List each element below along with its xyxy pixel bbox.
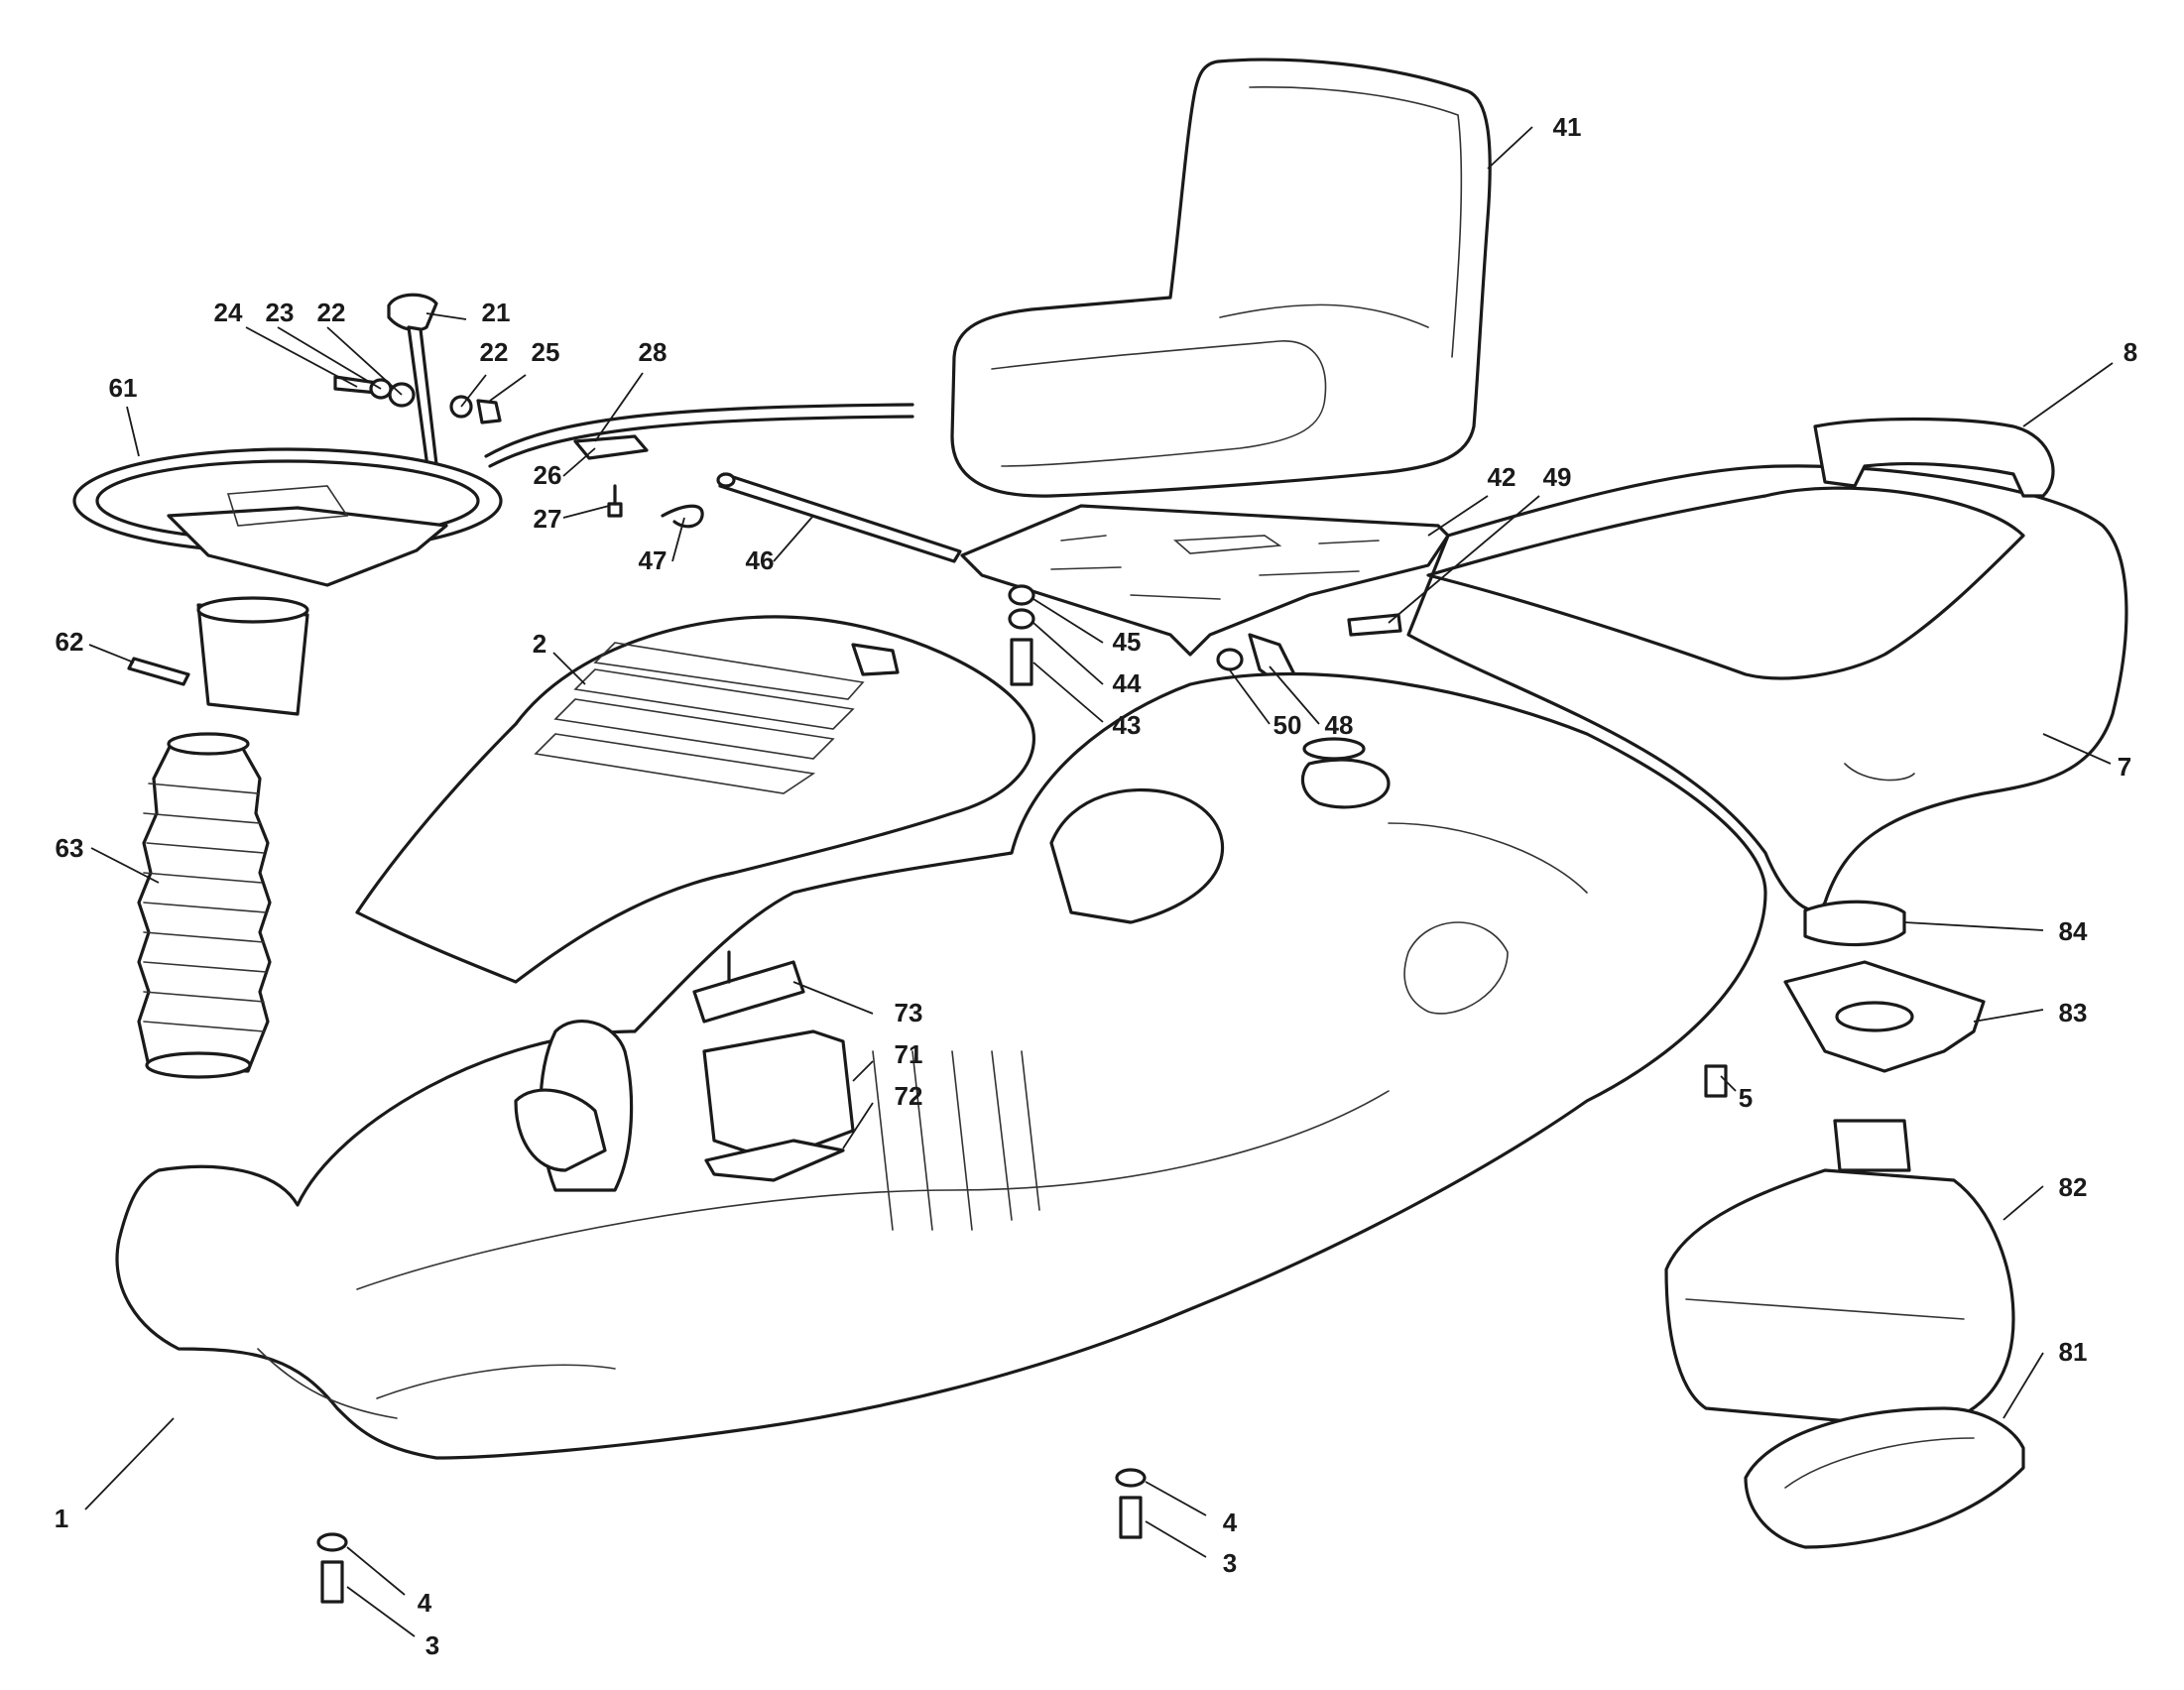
callout-4-center: 4 xyxy=(1223,1508,1238,1537)
callout-3-center: 3 xyxy=(1223,1548,1237,1578)
callout-46: 46 xyxy=(746,545,775,575)
callout-3-left: 3 xyxy=(425,1630,439,1660)
dash-panel-part xyxy=(355,615,1036,984)
callout-26: 26 xyxy=(534,460,562,490)
callout-labels: 41 21 24 23 22 22 25 28 8 61 26 27 42 49… xyxy=(55,112,2137,1660)
hardware-part xyxy=(316,584,1728,1604)
callout-62: 62 xyxy=(56,627,84,657)
callout-1: 1 xyxy=(55,1504,68,1533)
callout-27: 27 xyxy=(534,504,562,534)
callout-61: 61 xyxy=(109,373,138,403)
callout-83: 83 xyxy=(2059,998,2088,1027)
callout-8: 8 xyxy=(2123,337,2137,367)
rod-part xyxy=(661,472,962,563)
callout-73: 73 xyxy=(895,998,923,1027)
callout-42: 42 xyxy=(1488,462,1517,492)
callout-82: 82 xyxy=(2059,1172,2088,1202)
bellows-part xyxy=(137,732,272,1079)
callout-47: 47 xyxy=(639,545,667,575)
callout-72: 72 xyxy=(895,1081,923,1111)
callout-50: 50 xyxy=(1274,710,1302,740)
callout-5: 5 xyxy=(1739,1083,1753,1113)
callout-81: 81 xyxy=(2059,1337,2088,1367)
callout-44: 44 xyxy=(1113,668,1142,698)
callout-7: 7 xyxy=(2118,752,2131,782)
callout-2: 2 xyxy=(533,629,546,659)
steering-wheel-part xyxy=(72,447,503,716)
callout-25: 25 xyxy=(532,337,560,367)
leader-lines xyxy=(84,126,2114,1637)
main-body-part xyxy=(115,671,1767,1460)
rear-fender-part xyxy=(1406,417,2128,912)
callout-48: 48 xyxy=(1325,710,1354,740)
seat-part xyxy=(950,58,1492,498)
callout-71: 71 xyxy=(895,1039,923,1069)
fuel-system-part xyxy=(1664,900,2025,1549)
callout-63: 63 xyxy=(56,833,84,863)
callout-45: 45 xyxy=(1113,627,1142,657)
callout-23: 23 xyxy=(266,298,295,327)
cable-part xyxy=(484,403,914,518)
callout-49: 49 xyxy=(1543,462,1572,492)
electrical-module-part xyxy=(692,950,855,1182)
throttle-lever-part xyxy=(333,293,502,478)
callout-4-left: 4 xyxy=(418,1588,432,1618)
seat-plate-part xyxy=(960,504,1450,686)
callout-84: 84 xyxy=(2059,916,2088,946)
callout-41: 41 xyxy=(1553,112,1582,142)
callout-21: 21 xyxy=(482,298,511,327)
callout-43: 43 xyxy=(1113,710,1142,740)
callout-22-lower: 22 xyxy=(480,337,509,367)
callout-22-upper: 22 xyxy=(317,298,346,327)
callout-28: 28 xyxy=(639,337,667,367)
callout-24: 24 xyxy=(214,298,243,327)
